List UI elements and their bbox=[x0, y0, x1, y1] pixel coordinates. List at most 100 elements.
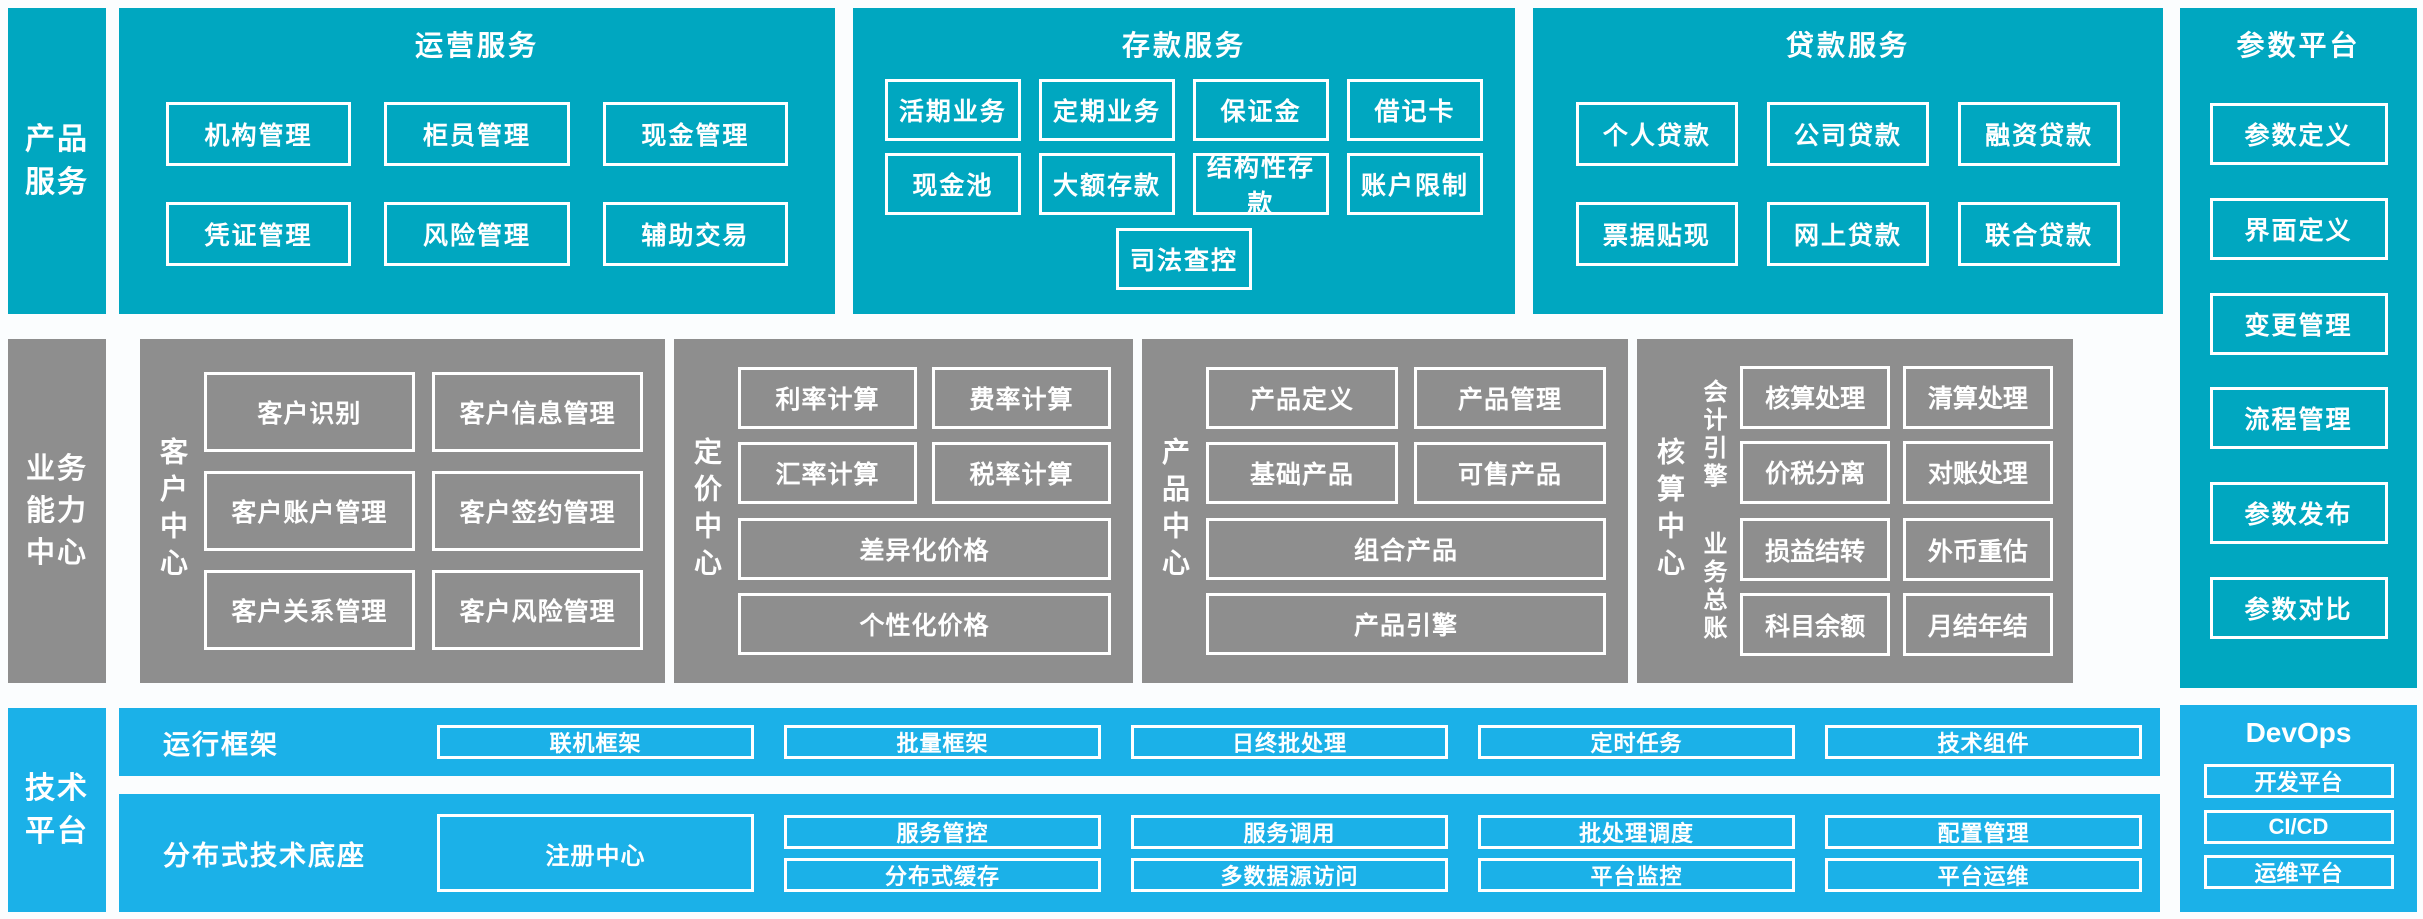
diagram-box: 客户签约管理 bbox=[432, 471, 643, 551]
center-label: 客户中心 bbox=[157, 437, 188, 585]
diagram-box: 流程管理 bbox=[2209, 387, 2388, 450]
diagram-box: 可售产品 bbox=[1414, 442, 1606, 505]
parameter-box-list: 参数定义 界面定义 变更管理 流程管理 参数发布 参数对比 bbox=[2180, 64, 2417, 688]
sidebar-technology-platform: 技术 平台 bbox=[8, 708, 106, 912]
diagram-box: 汇率计算 bbox=[738, 442, 918, 505]
diagram-box: CI/CD bbox=[2203, 809, 2394, 844]
diagram-box: 运维平台 bbox=[2203, 854, 2394, 889]
center-product: 产品中心 产品定义 产品管理 基础产品 可售产品 组合产品 产品引擎 bbox=[1142, 339, 1628, 683]
diagram-box: 界面定义 bbox=[2209, 197, 2388, 260]
diagram-box: 现金管理 bbox=[602, 102, 789, 166]
diagram-box: 定期业务 bbox=[1038, 78, 1176, 141]
diagram-box: 开发平台 bbox=[2203, 764, 2394, 799]
diagram-box: 价税分离 bbox=[1740, 440, 1891, 504]
section-deposit-services: 存款服务 活期业务 定期业务 保证金 借记卡 现金池 大额存款 结构性存款 账户… bbox=[853, 8, 1515, 314]
diagram-box: 凭证管理 bbox=[165, 202, 352, 266]
diagram-box: 注册中心 bbox=[437, 814, 754, 892]
diagram-box: 费率计算 bbox=[931, 366, 1111, 429]
diagram-box: 核算处理 bbox=[1740, 365, 1891, 429]
diagram-box: 客户账户管理 bbox=[204, 471, 415, 551]
diagram-box: 多数据源访问 bbox=[1131, 857, 1448, 892]
diagram-box: 对账处理 bbox=[1902, 440, 2053, 504]
center-grid: 客户识别 客户信息管理 客户账户管理 客户签约管理 客户关系管理 客户风险管理 bbox=[194, 339, 665, 683]
diagram-box: 清算处理 bbox=[1902, 365, 2053, 429]
diagram-box: 定时任务 bbox=[1478, 725, 1795, 759]
diagram-box: 产品管理 bbox=[1414, 366, 1606, 429]
diagram-box: 账户限制 bbox=[1346, 153, 1484, 215]
row-label: 分布式技术底座 bbox=[163, 840, 366, 871]
section-title: 参数平台 bbox=[2236, 30, 2361, 61]
diagram-box: 公司贷款 bbox=[1766, 102, 1930, 166]
diagram-box: 联合贷款 bbox=[1957, 202, 2121, 266]
diagram-box: 保证金 bbox=[1192, 78, 1330, 141]
diagram-box: 服务管控 bbox=[784, 814, 1101, 849]
diagram-box: 客户风险管理 bbox=[432, 570, 643, 650]
group-label: 业务总账 bbox=[1699, 531, 1726, 644]
diagram-box: 风险管理 bbox=[384, 202, 570, 266]
diagram-box: 客户关系管理 bbox=[204, 570, 415, 650]
diagram-box: 结构性存款 bbox=[1192, 153, 1330, 218]
diagram-box: 批量框架 bbox=[784, 725, 1101, 759]
section-grid: 个人贷款 公司贷款 融资贷款 票据贴现 网上贷款 联合贷款 bbox=[1533, 64, 2163, 314]
center-grid: 利率计算 费率计算 汇率计算 税率计算 差异化价格 个性化价格 bbox=[728, 339, 1133, 683]
sidebar-line: 平台 bbox=[25, 815, 89, 848]
diagram-box: 平台运维 bbox=[1825, 857, 2142, 892]
diagram-box: 辅助交易 bbox=[602, 202, 789, 266]
row-distributed-tech-base: 分布式技术底座 注册中心 服务管控 分布式缓存 服务调用 多数据源访问 批处理调… bbox=[119, 794, 2160, 912]
section-title: DevOps bbox=[2245, 717, 2352, 748]
center-label: 定价中心 bbox=[691, 437, 722, 585]
section-grid: 机构管理 柜员管理 现金管理 凭证管理 风险管理 辅助交易 bbox=[119, 64, 835, 314]
diagram-box: 外币重估 bbox=[1902, 518, 2053, 582]
sidebar-line: 中心 bbox=[25, 537, 88, 570]
diagram-box: 参数发布 bbox=[2209, 482, 2388, 545]
diagram-box: 分布式缓存 bbox=[784, 857, 1101, 892]
row-slots: 联机框架 批量框架 日终批处理 定时任务 技术组件 bbox=[437, 725, 2142, 759]
diagram-box: 利率计算 bbox=[738, 366, 918, 429]
diagram-box: 网上贷款 bbox=[1766, 202, 1930, 266]
center-label: 产品中心 bbox=[1159, 437, 1190, 585]
sidebar-line: 产品 bbox=[25, 122, 89, 156]
diagram-box: 平台监控 bbox=[1478, 857, 1795, 892]
diagram-box: 产品定义 bbox=[1206, 366, 1398, 429]
center-grid: 产品定义 产品管理 基础产品 可售产品 组合产品 产品引擎 bbox=[1196, 339, 1628, 683]
center-pricing: 定价中心 利率计算 费率计算 汇率计算 税率计算 差异化价格 个性化价格 bbox=[674, 339, 1133, 683]
devops-box-list: 开发平台 CI/CD 运维平台 bbox=[2180, 749, 2417, 912]
group-business-ledger: 业务总账 损益结转 外币重估 科目余额 月结年结 bbox=[1691, 518, 2053, 657]
diagram-box: 服务调用 bbox=[1131, 814, 1448, 849]
diagram-box: 科目余额 bbox=[1740, 593, 1891, 657]
diagram-box: 月结年结 bbox=[1902, 593, 2053, 657]
section-title: 运营服务 bbox=[414, 30, 539, 61]
diagram-box: 大额存款 bbox=[1038, 153, 1176, 215]
group-label: 会计引擎 bbox=[1699, 378, 1726, 491]
diagram-box: 组合产品 bbox=[1206, 517, 1606, 580]
diagram-box: 机构管理 bbox=[165, 102, 352, 166]
diagram-box: 税率计算 bbox=[931, 442, 1111, 505]
section-operations-services: 运营服务 机构管理 柜员管理 现金管理 凭证管理 风险管理 辅助交易 bbox=[119, 8, 835, 314]
diagram-box: 借记卡 bbox=[1346, 78, 1484, 141]
accounting-groups: 会计引擎 核算处理 清算处理 价税分离 对账处理 业务总账 损益结转 外币重估 … bbox=[1691, 339, 2073, 683]
section-grid: 活期业务 定期业务 保证金 借记卡 现金池 大额存款 结构性存款 账户限制 司法… bbox=[853, 64, 1515, 314]
section-title: 存款服务 bbox=[1121, 30, 1246, 61]
center-customer: 客户中心 客户识别 客户信息管理 客户账户管理 客户签约管理 客户关系管理 客户… bbox=[140, 339, 665, 683]
diagram-box: 参数定义 bbox=[2209, 102, 2388, 165]
diagram-box: 损益结转 bbox=[1740, 518, 1891, 582]
center-label: 核算中心 bbox=[1654, 437, 1685, 585]
diagram-box: 个人贷款 bbox=[1575, 102, 1739, 166]
sidebar-product-services: 产品 服务 bbox=[8, 8, 106, 314]
diagram-box: 个性化价格 bbox=[738, 593, 1111, 656]
sidebar-line: 服务 bbox=[25, 166, 89, 199]
diagram-box: 联机框架 bbox=[437, 725, 754, 759]
row-label: 运行框架 bbox=[163, 729, 279, 760]
group-accounting-engine: 会计引擎 核算处理 清算处理 价税分离 对账处理 bbox=[1691, 365, 2053, 504]
row-runtime-framework: 运行框架 联机框架 批量框架 日终批处理 定时任务 技术组件 bbox=[119, 708, 2160, 776]
diagram-box: 活期业务 bbox=[884, 78, 1022, 141]
diagram-box: 客户信息管理 bbox=[432, 372, 643, 452]
group-grid: 损益结转 外币重估 科目余额 月结年结 bbox=[1740, 518, 2053, 657]
diagram-box: 柜员管理 bbox=[384, 102, 570, 166]
section-parameter-platform: 参数平台 参数定义 界面定义 变更管理 流程管理 参数发布 参数对比 bbox=[2180, 8, 2417, 688]
diagram-box: 基础产品 bbox=[1206, 442, 1398, 505]
section-loan-services: 贷款服务 个人贷款 公司贷款 融资贷款 票据贴现 网上贷款 联合贷款 bbox=[1533, 8, 2163, 314]
diagram-box: 现金池 bbox=[884, 153, 1022, 215]
sidebar-line: 能力 bbox=[25, 494, 88, 527]
diagram-box: 技术组件 bbox=[1825, 725, 2142, 759]
